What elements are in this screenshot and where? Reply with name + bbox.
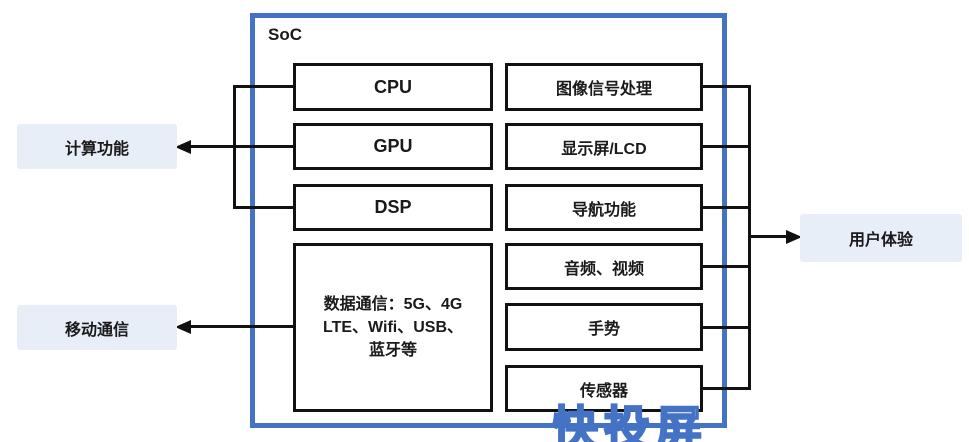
- connector-dsp-stub: [233, 206, 293, 209]
- connector-left-bracket: [233, 85, 236, 209]
- block-nav-label: 导航功能: [571, 201, 636, 219]
- block-cpu: CPU: [293, 63, 493, 111]
- label-user-experience: 用户体验: [800, 214, 962, 262]
- block-lcd-label: 显示屏/LCD: [561, 140, 647, 158]
- block-dsp-label: DSP: [374, 197, 412, 217]
- block-audio-video: 音频、视频: [505, 243, 703, 290]
- label-mobile-communication: 移动通信: [17, 305, 177, 350]
- watermark-text: 快投屏: [551, 401, 708, 442]
- block-sensor: 传感器: [505, 365, 703, 412]
- soc-container-label: SoC: [268, 25, 302, 44]
- label-ux-text: 用户体验: [848, 232, 913, 249]
- datacomm-line1: 数据通信：5G、4G: [323, 295, 463, 313]
- connector-lcd-stub: [703, 145, 751, 148]
- connector-sensor-stub: [703, 387, 751, 390]
- arrowhead-ux-icon: [786, 230, 802, 244]
- block-gesture: 手势: [505, 303, 703, 351]
- label-computing-text: 计算功能: [64, 140, 129, 158]
- label-computing-function: 计算功能: [17, 124, 177, 169]
- connector-nav-stub: [703, 206, 751, 209]
- connector-gesture-stub: [703, 326, 751, 329]
- arrowhead-computing-icon: [175, 140, 191, 154]
- connector-cpu-stub: [233, 85, 293, 88]
- arrowhead-mobile-icon: [175, 320, 191, 334]
- connector-mobile-arrow-line: [188, 325, 293, 328]
- block-gesture-label: 手势: [587, 321, 620, 338]
- block-cpu-label: CPU: [373, 76, 412, 97]
- connector-ux-arrow-line: [748, 235, 788, 238]
- block-gpu: GPU: [293, 123, 493, 170]
- block-display-lcd: 显示屏/LCD: [505, 123, 703, 170]
- datacomm-line2: LTE、Wifi、USB、: [323, 318, 463, 336]
- connector-gpu-arrow-line: [188, 145, 293, 148]
- block-navigation: 导航功能: [505, 184, 703, 231]
- block-data-communication: 数据通信：5G、4G LTE、Wifi、USB、 蓝牙等: [293, 243, 493, 412]
- label-mobile-text: 移动通信: [64, 321, 129, 339]
- block-image-signal-processing: 图像信号处理: [505, 63, 703, 111]
- connector-isp-stub: [703, 85, 751, 88]
- block-gpu-label: GPU: [373, 136, 413, 156]
- block-sensor-label: 传感器: [579, 382, 628, 400]
- datacomm-line3: 蓝牙等: [368, 342, 417, 360]
- block-av-label: 音频、视频: [563, 260, 644, 278]
- connector-av-stub: [703, 265, 751, 268]
- block-isp-label: 图像信号处理: [555, 81, 652, 98]
- block-dsp: DSP: [293, 184, 493, 231]
